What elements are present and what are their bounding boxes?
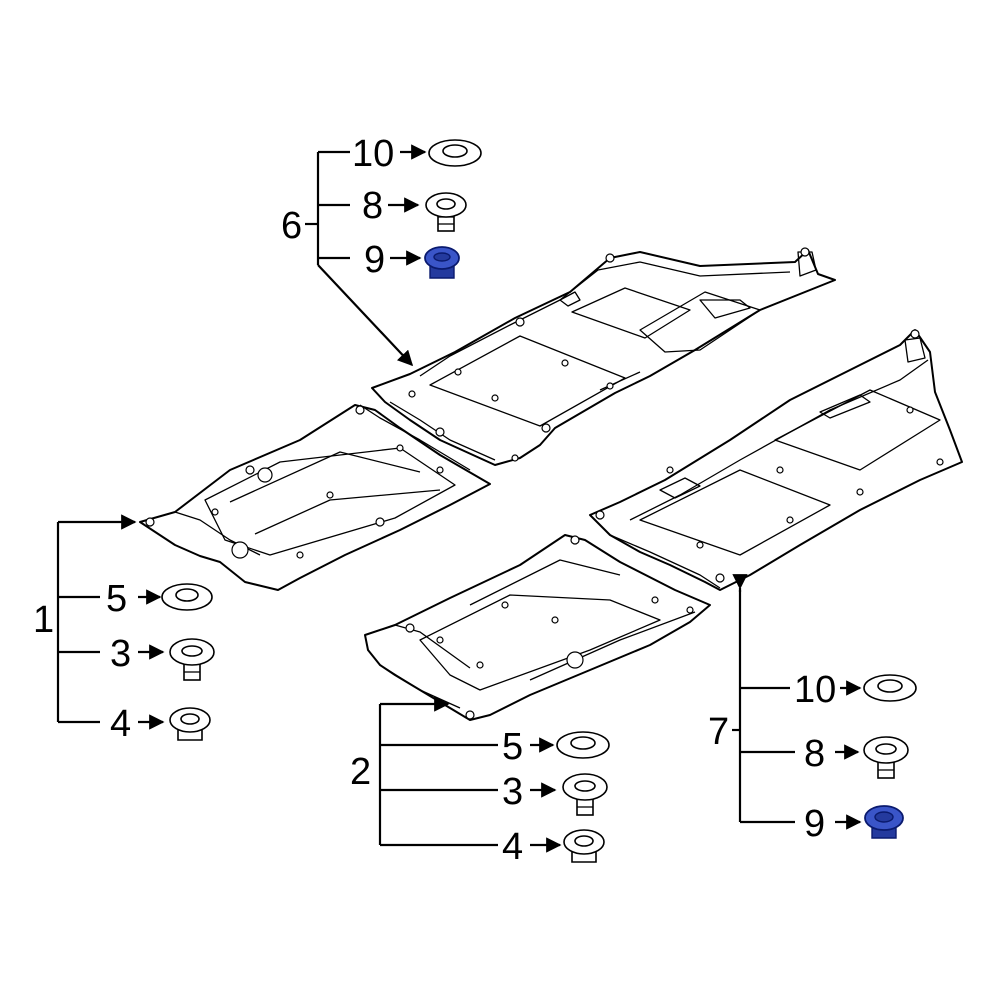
callout-g7-item-9: 9 [804, 803, 825, 845]
flange-nut-icon[interactable] [563, 829, 605, 863]
flange-nut-icon[interactable] [169, 707, 211, 741]
flange-nut-icon[interactable] [864, 805, 904, 839]
group-7-leaders [732, 574, 862, 830]
callout-g7-item-10: 10 [794, 669, 836, 711]
callout-g1-item-5: 5 [106, 578, 127, 620]
callout-g6-item-9: 9 [364, 239, 385, 281]
callout-g2-item-4: 4 [502, 826, 523, 868]
callout-g1-item-4: 4 [110, 703, 131, 745]
callout-g2-item-5: 5 [502, 726, 523, 768]
callout-group-2: 2 [350, 751, 371, 793]
washer-icon[interactable] [863, 674, 917, 702]
washer-icon[interactable] [428, 139, 482, 167]
callout-g2-item-3: 3 [502, 771, 523, 813]
group-6-leaders [305, 144, 427, 367]
shield-panel-1[interactable] [139, 404, 491, 591]
push-clip-icon[interactable] [425, 192, 467, 232]
push-clip-icon[interactable] [863, 736, 909, 779]
shield-panel-6[interactable] [371, 247, 836, 466]
callout-g1-item-3: 3 [110, 633, 131, 675]
callout-group-6: 6 [281, 205, 302, 247]
callout-g7-item-8: 8 [804, 733, 825, 775]
group-2-leaders [378, 696, 562, 853]
washer-icon[interactable] [556, 731, 610, 759]
callout-group-7: 7 [708, 711, 729, 753]
flange-nut-icon[interactable] [424, 246, 460, 279]
group-1-leaders [56, 514, 165, 730]
shield-panel-7[interactable] [589, 329, 963, 591]
callout-g6-item-10: 10 [352, 133, 394, 175]
push-clip-icon[interactable] [169, 638, 215, 681]
callout-g6-item-8: 8 [362, 185, 383, 227]
callout-group-1: 1 [33, 599, 54, 641]
push-clip-icon[interactable] [562, 773, 608, 816]
washer-icon[interactable] [161, 583, 213, 611]
shield-panel-2[interactable] [364, 534, 711, 721]
